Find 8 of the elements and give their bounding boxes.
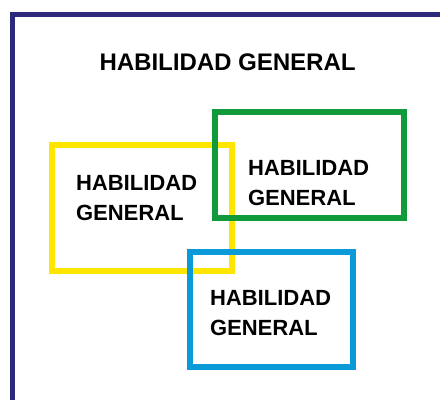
frame-border	[10, 12, 440, 400]
rectangle-frame	[212, 109, 407, 221]
label-text: HABILIDAD GENERAL	[210, 284, 332, 342]
label-text: HABILIDAD GENERAL	[98, 48, 356, 78]
label-text: HABILIDAD GENERAL	[76, 169, 198, 227]
rectangle-frame	[49, 142, 235, 274]
label-text: HABILIDAD GENERAL	[248, 154, 370, 212]
rectangle-frame	[187, 249, 356, 370]
